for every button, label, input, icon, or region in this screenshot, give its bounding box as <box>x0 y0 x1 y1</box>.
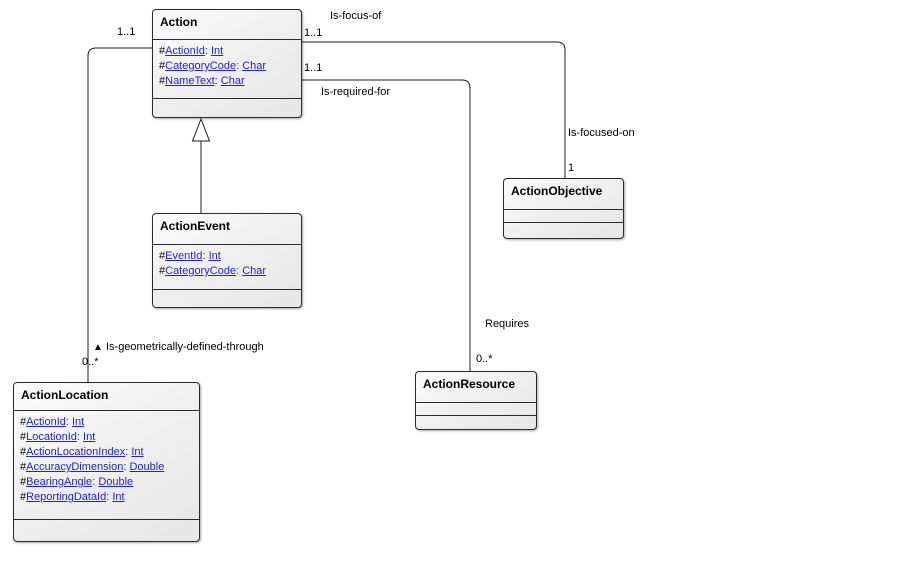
role-label-is-focused-on: Is-focused-on <box>568 127 635 139</box>
class-action[interactable]: Action #ActionId: Int #CategoryCode: Cha… <box>152 9 302 118</box>
attribute-type-link[interactable]: Double <box>98 476 134 488</box>
operations-compartment <box>153 289 301 307</box>
edge-is-focus-of <box>302 41 566 178</box>
attributes-compartment: #ActionId: Int #LocationId: Int #ActionL… <box>14 410 199 519</box>
class-title: ActionObjective <box>511 184 603 198</box>
attribute-separator: : <box>204 45 211 57</box>
visibility-marker: # <box>159 250 166 262</box>
attribute-name-link[interactable]: EventId <box>165 250 203 262</box>
attributes-compartment <box>504 209 623 222</box>
role-label-text: Is-geometrically-defined-through <box>105 341 264 353</box>
operations-compartment <box>14 519 199 541</box>
attribute-row: #ActionLocationIndex: Int <box>20 445 193 460</box>
attribute-separator: : <box>125 446 132 458</box>
attribute-type-link[interactable]: Char <box>242 265 267 277</box>
attribute-name-link[interactable]: CategoryCode <box>165 60 237 72</box>
edge-is-geometrically-defined-through <box>87 47 152 382</box>
visibility-marker: # <box>20 491 27 503</box>
attribute-name-link[interactable]: ActionLocationIndex <box>26 446 126 458</box>
visibility-marker: # <box>20 446 27 458</box>
multiplicity-action-to-location: 1..1 <box>117 26 136 38</box>
class-action-objective[interactable]: ActionObjective <box>503 178 624 239</box>
attribute-separator: : <box>106 491 113 503</box>
attribute-row: #ActionId: Int <box>20 415 193 430</box>
visibility-marker: # <box>20 431 27 443</box>
class-title: Action <box>160 15 198 29</box>
attribute-type-link[interactable]: Int <box>208 250 221 262</box>
attribute-type-link[interactable]: Int <box>211 45 224 57</box>
attribute-row: #LocationId: Int <box>20 430 193 445</box>
attribute-separator: : <box>236 60 243 72</box>
attribute-name-link[interactable]: ActionId <box>165 45 205 57</box>
multiplicity-resource-end: 0..* <box>476 353 493 365</box>
attribute-type-link[interactable]: Int <box>83 431 96 443</box>
attribute-row: #CategoryCode: Char <box>159 59 295 74</box>
attribute-separator: : <box>76 431 84 443</box>
role-label-is-focus-of: Is-focus-of <box>330 10 382 22</box>
attribute-separator: : <box>65 416 72 428</box>
visibility-marker: # <box>159 75 166 87</box>
attributes-compartment: #EventId: Int #CategoryCode: Char <box>153 244 301 289</box>
class-title: ActionEvent <box>160 219 231 233</box>
role-label-is-geometrically-defined-through: ▲ Is-geometrically-defined-through <box>93 341 264 354</box>
visibility-marker: # <box>20 416 27 428</box>
class-action-location[interactable]: ActionLocation #ActionId: Int #LocationI… <box>13 382 200 542</box>
role-label-is-required-for: Is-required-for <box>321 86 391 98</box>
operations-compartment <box>153 98 301 117</box>
visibility-marker: # <box>20 476 27 488</box>
multiplicity-action-to-objective: 1..1 <box>304 27 323 39</box>
attribute-name-link[interactable]: LocationId <box>26 431 77 443</box>
attribute-type-link[interactable]: Int <box>72 416 85 428</box>
visibility-marker: # <box>159 60 166 72</box>
attribute-name-link[interactable]: ReportingDataId <box>26 491 107 503</box>
class-title: ActionResource <box>423 377 516 391</box>
attribute-name-link[interactable]: ActionId <box>26 416 66 428</box>
attribute-separator: : <box>92 476 99 488</box>
attributes-compartment <box>416 402 536 415</box>
attribute-row: #AccuracyDimension: Double <box>20 460 193 475</box>
attribute-separator: : <box>236 265 243 277</box>
attribute-separator: : <box>123 461 130 473</box>
attribute-type-link[interactable]: Char <box>242 60 267 72</box>
attribute-type-link[interactable]: Int <box>131 446 144 458</box>
attribute-name-link[interactable]: NameText <box>165 75 215 87</box>
multiplicity-action-to-resource: 1..1 <box>304 62 323 74</box>
attribute-row: #ActionId: Int <box>159 44 295 59</box>
attribute-row: #NameText: Char <box>159 74 295 89</box>
visibility-marker: # <box>20 461 27 473</box>
attribute-separator: : <box>214 75 221 87</box>
attribute-row: #EventId: Int <box>159 249 295 264</box>
attribute-row: #ReportingDataId: Int <box>20 490 193 505</box>
edge-is-required-for <box>302 79 471 371</box>
class-action-resource[interactable]: ActionResource <box>415 371 537 430</box>
attribute-row: #CategoryCode: Char <box>159 264 295 279</box>
attribute-type-link[interactable]: Double <box>129 461 165 473</box>
attribute-name-link[interactable]: BearingAngle <box>26 476 93 488</box>
attribute-name-link[interactable]: CategoryCode <box>165 265 237 277</box>
class-action-event[interactable]: ActionEvent #EventId: Int #CategoryCode:… <box>152 213 302 308</box>
multiplicity-objective-end: 1 <box>568 162 575 174</box>
attribute-row: #BearingAngle: Double <box>20 475 193 490</box>
attribute-type-link[interactable]: Char <box>220 75 245 87</box>
class-title: ActionLocation <box>21 388 109 402</box>
visibility-marker: # <box>159 45 166 57</box>
generalization-arrowhead-icon <box>191 117 211 142</box>
multiplicity-location-end: 0..* <box>82 356 99 368</box>
operations-compartment <box>416 415 536 429</box>
attribute-name-link[interactable]: AccuracyDimension <box>26 461 124 473</box>
attributes-compartment: #ActionId: Int #CategoryCode: Char #Name… <box>153 39 301 98</box>
operations-compartment <box>504 222 623 238</box>
role-label-requires: Requires <box>485 318 530 330</box>
attribute-separator: : <box>202 250 209 262</box>
visibility-marker: # <box>159 265 166 277</box>
attribute-type-link[interactable]: Int <box>112 491 125 503</box>
direction-triangle-icon: ▲ <box>93 342 103 353</box>
